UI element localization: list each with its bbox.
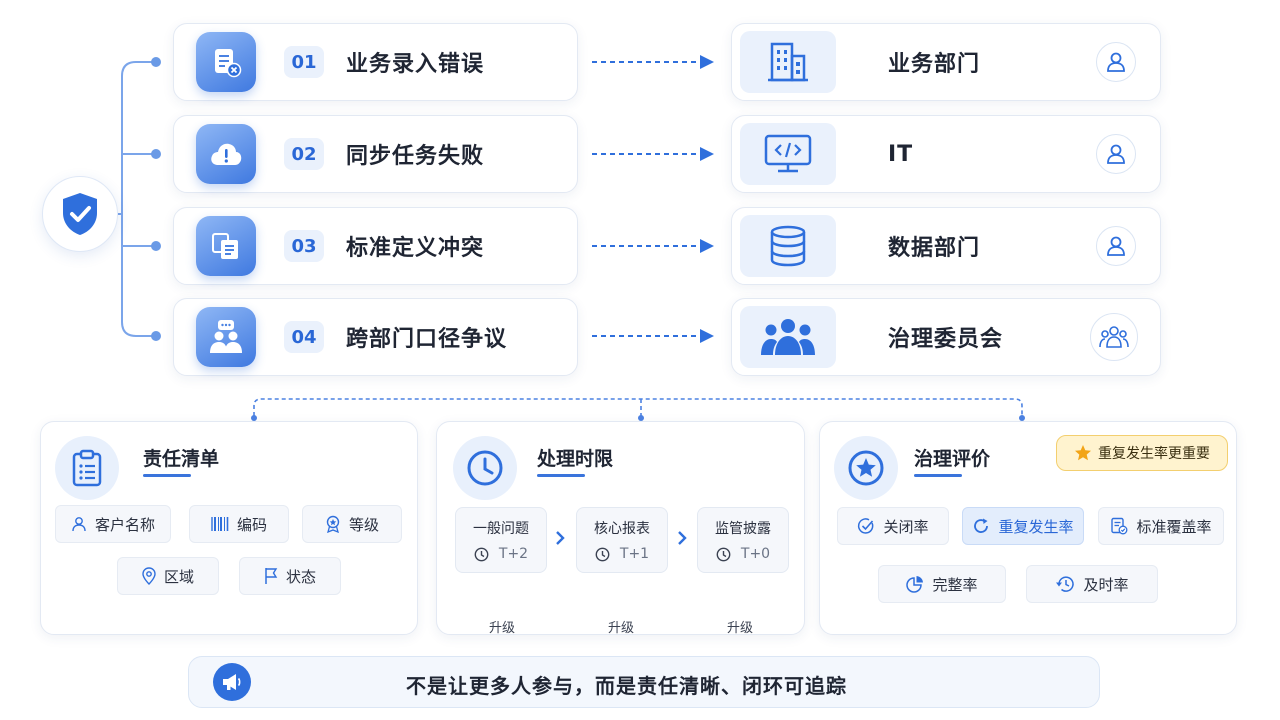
owner-card-2[interactable]: IT [731,115,1161,193]
chip-label: 关闭率 [883,517,929,536]
owner-label: 治理委员会 [888,327,1004,352]
issue-number: 03 [284,230,324,262]
issue-card-4[interactable]: 04 跨部门口径争议 [173,298,578,376]
owner-card-1[interactable]: 业务部门 [731,23,1161,101]
issue-label: 业务录入错误 [346,52,485,77]
megaphone-icon [213,663,251,701]
step-core-report[interactable]: 核心报表 T+1 [576,507,668,573]
chevron-right-icon [676,530,688,550]
clock-icon [453,436,517,500]
refresh-icon [974,518,989,533]
user-icon[interactable] [1096,226,1136,266]
step-title: 核心报表 [594,521,650,537]
code-monitor-icon [740,123,836,185]
document-error-icon [196,32,256,92]
document-check-icon [1111,517,1128,535]
clock-icon [595,547,610,561]
group-user-icon[interactable] [1090,313,1138,361]
issue-card-3[interactable]: 03 标准定义冲突 [173,207,578,285]
chip-label: 重复发生率 [998,517,1074,536]
star-icon [1075,445,1091,461]
step-time: T+2 [498,546,529,562]
clock-icon [716,547,731,561]
footer-banner [188,656,1100,708]
owner-label: 业务部门 [888,52,981,77]
shield-node [42,176,118,252]
cloud-alert-icon [196,124,256,184]
upgrade-label: 升级 [608,621,635,636]
panel-title: 处理时限 [537,448,614,470]
chip-close-rate[interactable]: 关闭率 [837,507,949,545]
check-circle-icon [858,518,874,534]
step-time: T+0 [740,546,771,562]
clipboard-icon [55,436,119,500]
medal-icon [326,515,340,533]
step-title: 一般问题 [473,521,529,537]
star-badge-icon [834,436,898,500]
responsibility-panel: 责任清单 客户名称 编码 等级 区域 状态 [40,421,418,635]
owner-card-4[interactable]: 治理委员会 [731,298,1161,376]
issue-label: 跨部门口径争议 [346,327,508,352]
clock-icon [474,547,489,561]
issue-card-2[interactable]: 02 同步任务失败 [173,115,578,193]
chip-completeness[interactable]: 完整率 [878,565,1006,603]
panel-title: 治理评价 [914,448,991,470]
owner-label: 数据部门 [888,236,981,261]
chip-label: 区域 [163,567,194,586]
title-underline [537,474,585,477]
title-underline [914,474,962,477]
chip-label: 标准覆盖率 [1136,517,1212,536]
chip-level[interactable]: 等级 [302,505,402,543]
chip-status[interactable]: 状态 [239,557,341,595]
chip-timeliness[interactable]: 及时率 [1026,565,1158,603]
chip-code[interactable]: 编码 [189,505,289,543]
priority-badge: 重复发生率更重要 [1056,435,1228,471]
chip-recurrence-rate[interactable]: 重复发生率 [962,507,1084,545]
database-icon [740,215,836,277]
copy-conflict-icon [196,216,256,276]
issue-card-1[interactable]: 01 业务录入错误 [173,23,578,101]
chevron-right-icon [554,530,566,550]
chip-region[interactable]: 区域 [117,557,219,595]
chip-label: 编码 [236,515,267,534]
team-chat-icon [196,307,256,367]
group-icon [740,306,836,368]
user-icon[interactable] [1096,42,1136,82]
user-icon[interactable] [1096,134,1136,174]
user-icon [72,517,86,532]
barcode-icon [211,517,229,531]
pie-chart-icon [906,576,924,593]
clock-history-icon [1056,576,1075,592]
chip-label: 等级 [348,515,379,534]
step-title: 监管披露 [715,521,771,537]
upgrade-label: 升级 [727,621,754,636]
owner-label: IT [888,141,914,167]
issue-number: 02 [284,138,324,170]
step-general[interactable]: 一般问题 T+2 [455,507,547,573]
step-time: T+1 [619,546,650,562]
flag-icon [265,568,278,584]
badge-label: 重复发生率更重要 [1098,446,1210,462]
footer-text: 不是让更多人参与，而是责任清晰、闭环可追踪 [406,674,847,698]
issue-number: 04 [284,321,324,353]
chip-label: 状态 [285,567,316,586]
chip-label: 完整率 [932,575,978,594]
issue-number: 01 [284,46,324,78]
building-icon [740,31,836,93]
chip-label: 客户名称 [94,515,155,534]
shield-check-icon [63,193,97,235]
chip-label: 及时率 [1083,575,1129,594]
location-pin-icon [142,567,156,585]
step-regulatory[interactable]: 监管披露 T+0 [697,507,789,573]
title-underline [143,474,191,477]
panel-title: 责任清单 [143,448,220,470]
owner-card-3[interactable]: 数据部门 [731,207,1161,285]
chip-customer-name[interactable]: 客户名称 [55,505,171,543]
issue-label: 标准定义冲突 [346,236,485,261]
issue-label: 同步任务失败 [346,144,485,169]
upgrade-label: 升级 [489,621,516,636]
chip-standard-coverage[interactable]: 标准覆盖率 [1098,507,1224,545]
